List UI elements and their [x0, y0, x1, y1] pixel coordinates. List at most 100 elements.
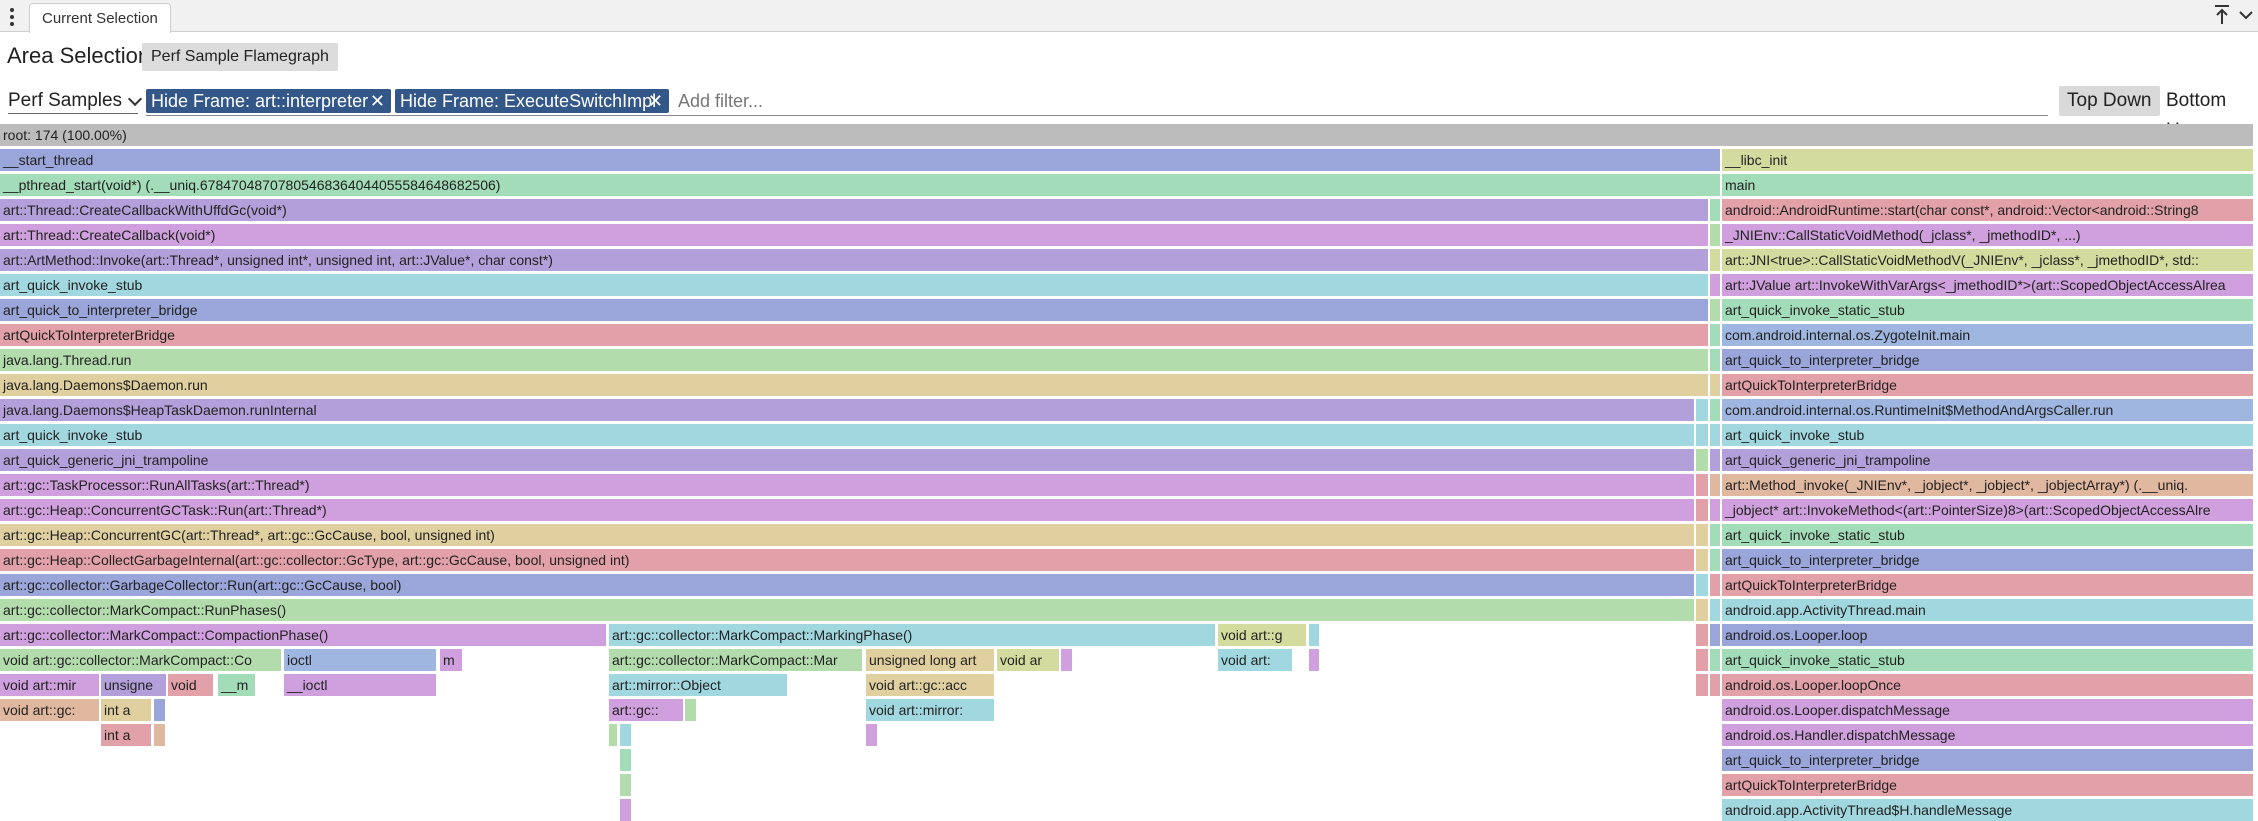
flame-frame[interactable] [1710, 224, 1720, 246]
flame-frame[interactable] [1710, 524, 1720, 546]
flame-frame[interactable] [1710, 599, 1720, 621]
tab-current-selection[interactable]: Current Selection [29, 3, 171, 33]
flame-frame[interactable]: art::gc::collector::MarkCompact::Mar [609, 649, 862, 671]
flame-frame[interactable] [1710, 649, 1720, 671]
flame-frame[interactable] [1710, 199, 1720, 221]
flame-frame[interactable] [1696, 474, 1708, 496]
flame-frame[interactable]: android.app.ActivityThread$H.handleMessa… [1722, 799, 2253, 821]
bottom-up-toggle[interactable]: Bottom Up [2166, 90, 2227, 141]
flame-frame[interactable]: artQuickToInterpreterBridge [1722, 774, 2253, 796]
flame-frame[interactable]: art_quick_invoke_stub [1722, 424, 2253, 446]
flame-frame[interactable]: art::Method_invoke(_JNIEnv*, _jobject*, … [1722, 474, 2253, 496]
flame-frame[interactable]: __ioctl [284, 674, 436, 696]
flame-frame[interactable] [620, 774, 631, 796]
flame-frame[interactable]: int a [101, 724, 151, 746]
flame-frame[interactable] [154, 699, 165, 721]
flame-frame[interactable] [620, 749, 631, 771]
flame-frame[interactable] [1696, 449, 1708, 471]
flame-frame[interactable]: artQuickToInterpreterBridge [0, 324, 1708, 346]
flame-frame[interactable] [1710, 349, 1720, 371]
flame-frame[interactable]: __pthread_start(void*) (.__uniq.67847048… [0, 174, 1720, 196]
flame-frame[interactable]: void art: [1218, 649, 1292, 671]
flame-frame[interactable]: art::JNI<true>::CallStaticVoidMethodV(_J… [1722, 249, 2253, 271]
flame-frame[interactable]: android::AndroidRuntime::start(char cons… [1722, 199, 2253, 221]
flame-frame[interactable]: void [168, 674, 213, 696]
flame-frame[interactable]: void art::gc::acc [866, 674, 994, 696]
flame-frame[interactable]: android.os.Looper.loop [1722, 624, 2253, 646]
flame-frame[interactable]: _jobject* art::InvokeMethod<(art::Pointe… [1722, 499, 2253, 521]
flame-frame[interactable] [1696, 674, 1708, 696]
flame-frame[interactable]: art_quick_invoke_static_stub [1722, 649, 2253, 671]
flame-frame[interactable]: java.lang.Daemons$HeapTaskDaemon.runInte… [0, 399, 1694, 421]
flame-frame[interactable]: android.app.ActivityThread.main [1722, 599, 2253, 621]
flame-frame[interactable] [1710, 449, 1720, 471]
flame-frame[interactable]: artQuickToInterpreterBridge [1722, 374, 2253, 396]
flame-frame[interactable]: void art::mirror: [866, 699, 994, 721]
flame-frame[interactable]: art::mirror::Object [609, 674, 787, 696]
flame-frame[interactable]: art::gc::collector::MarkCompact::Marking… [609, 624, 1215, 646]
flame-frame[interactable]: art::Thread::CreateCallbackWithUffdGc(vo… [0, 199, 1708, 221]
flame-frame[interactable] [1710, 249, 1720, 271]
flame-frame[interactable]: main [1722, 174, 2253, 196]
flame-frame[interactable]: art::gc::TaskProcessor::RunAllTasks(art:… [0, 474, 1694, 496]
flame-frame[interactable] [1710, 474, 1720, 496]
flame-frame[interactable] [1710, 424, 1720, 446]
pin-to-top-icon[interactable] [2210, 4, 2234, 28]
flame-frame[interactable] [1710, 499, 1720, 521]
flame-frame[interactable]: art_quick_to_interpreter_bridge [1722, 349, 2253, 371]
flame-frame[interactable] [1710, 324, 1720, 346]
flame-frame[interactable]: __m [218, 674, 255, 696]
flame-frame[interactable] [1710, 299, 1720, 321]
flame-frame[interactable]: art_quick_to_interpreter_bridge [0, 299, 1708, 321]
flame-frame[interactable] [620, 799, 631, 821]
flame-frame[interactable]: art_quick_invoke_stub [0, 274, 1708, 296]
flame-frame[interactable] [1696, 549, 1708, 571]
flame-frame[interactable] [1696, 499, 1708, 521]
flame-frame[interactable]: android.os.Looper.loopOnce [1722, 674, 2253, 696]
flame-frame[interactable]: art_quick_to_interpreter_bridge [1722, 549, 2253, 571]
flame-frame[interactable] [1061, 649, 1072, 671]
flame-frame[interactable] [1309, 624, 1319, 646]
flame-frame[interactable]: __start_thread [0, 149, 1720, 171]
flame-frame[interactable]: art_quick_generic_jni_trampoline [0, 449, 1694, 471]
chevron-down-icon[interactable] [2234, 4, 2258, 28]
perf-samples-select[interactable]: Perf Samples [8, 86, 143, 116]
flame-frame[interactable]: art_quick_to_interpreter_bridge [1722, 749, 2253, 771]
flame-frame[interactable] [1710, 374, 1720, 396]
flame-frame[interactable] [1696, 574, 1708, 596]
flame-frame[interactable]: unsigne [101, 674, 166, 696]
flame-frame[interactable] [685, 699, 696, 721]
flame-frame[interactable]: unsigned long art [866, 649, 994, 671]
flame-frame[interactable] [1696, 399, 1708, 421]
add-filter-input[interactable] [678, 88, 2038, 114]
flame-frame[interactable]: __libc_init [1722, 149, 2253, 171]
flame-frame[interactable] [1309, 649, 1319, 671]
flame-frame[interactable]: com.android.internal.os.RuntimeInit$Meth… [1722, 399, 2253, 421]
flame-frame[interactable] [866, 724, 877, 746]
flame-frame[interactable]: art::Thread::CreateCallback(void*) [0, 224, 1708, 246]
flame-frame[interactable]: java.lang.Thread.run [0, 349, 1708, 371]
flame-frame[interactable]: void art::gc::collector::MarkCompact::Co [0, 649, 281, 671]
flame-frame[interactable]: artQuickToInterpreterBridge [1722, 574, 2253, 596]
flame-frame[interactable] [1710, 399, 1720, 421]
flame-frame[interactable] [1696, 524, 1708, 546]
flame-frame[interactable] [154, 724, 165, 746]
flame-frame[interactable]: int a [101, 699, 151, 721]
flame-frame[interactable]: art_quick_invoke_stub [0, 424, 1694, 446]
flame-frame[interactable]: art::gc::Heap::CollectGarbageInternal(ar… [0, 549, 1694, 571]
close-icon[interactable]: ✕ [369, 91, 385, 111]
flame-frame[interactable] [1710, 574, 1720, 596]
flame-frame[interactable]: void ar [997, 649, 1059, 671]
flame-frame[interactable] [1710, 624, 1720, 646]
flame-frame[interactable]: art::gc::collector::GarbageCollector::Ru… [0, 574, 1694, 596]
close-icon[interactable]: ✕ [647, 91, 663, 111]
flame-frame[interactable]: art::gc::Heap::ConcurrentGCTask::Run(art… [0, 499, 1694, 521]
flame-frame[interactable] [620, 724, 631, 746]
flame-frame[interactable] [1710, 274, 1720, 296]
flame-frame[interactable]: art_quick_invoke_static_stub [1722, 524, 2253, 546]
flame-frame[interactable]: art::gc::Heap::ConcurrentGC(art::Thread*… [0, 524, 1694, 546]
flame-frame[interactable]: android.os.Handler.dispatchMessage [1722, 724, 2253, 746]
flame-frame[interactable]: void art::mir [0, 674, 99, 696]
flamegraph-root[interactable]: root: 174 (100.00%) [0, 124, 2253, 146]
flame-frame[interactable]: com.android.internal.os.ZygoteInit.main [1722, 324, 2253, 346]
